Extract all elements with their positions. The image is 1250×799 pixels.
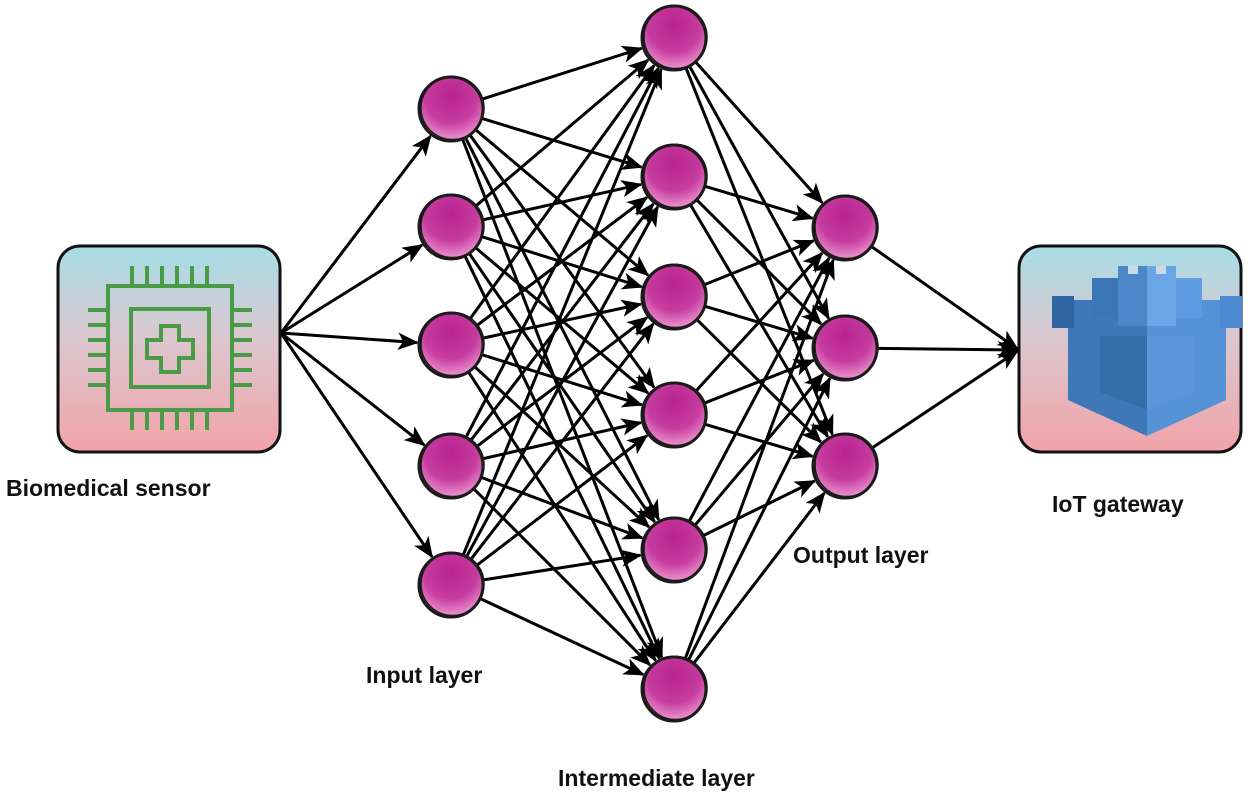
iot-gateway-label: IoT gateway	[1052, 491, 1184, 517]
edge-output-1-to-gateway	[870, 245, 1019, 351]
edge-sensor-to-input-4	[280, 331, 426, 447]
output-node-2	[811, 314, 879, 382]
edge-input-4-to-intermediate-1	[464, 66, 660, 439]
edge-intermediate-1-to-output-2	[688, 65, 830, 320]
input-layer-label: Input layer	[366, 662, 483, 688]
edge-input-1-to-intermediate-2	[481, 116, 644, 170]
connection-edges	[279, 45, 1019, 676]
iot-gateway-box	[1017, 244, 1243, 454]
edge-input-5-to-intermediate-5	[482, 549, 643, 582]
intermediate-node-4	[640, 381, 708, 449]
edge-intermediate-5-to-output-1	[687, 256, 831, 523]
edge-sensor-to-input-2	[280, 243, 424, 335]
intermediate-node-6	[640, 655, 708, 723]
biomedical-sensor-label: Biomedical sensor	[6, 475, 211, 501]
castle-gateway-icon	[1052, 266, 1242, 436]
edge-input-5-to-intermediate-3	[469, 322, 655, 561]
network-nodes	[417, 4, 879, 723]
edge-input-1-to-intermediate-1	[481, 45, 644, 101]
edge-input-3-to-intermediate-1	[468, 64, 656, 320]
edge-input-2-to-intermediate-1	[474, 58, 650, 208]
edge-intermediate-4-to-output-1	[694, 251, 824, 393]
edge-output-2-to-gateway	[876, 341, 1019, 359]
edge-input-5-to-intermediate-1	[461, 67, 663, 556]
edge-input-1-to-intermediate-5	[464, 136, 660, 522]
intermediate-node-3	[640, 263, 708, 331]
input-node-5	[417, 551, 485, 619]
edge-input-3-to-intermediate-6	[467, 371, 657, 662]
edge-intermediate-5-to-output-2	[693, 372, 825, 527]
biomedical-sensor-box	[56, 244, 282, 454]
edge-input-5-to-intermediate-6	[479, 597, 645, 676]
edge-input-2-to-intermediate-6	[463, 255, 661, 660]
intermediate-node-5	[640, 516, 708, 584]
input-node-1	[417, 75, 485, 143]
edge-intermediate-5-to-output-3	[702, 479, 817, 538]
edge-sensor-to-input-3	[280, 331, 419, 350]
edge-input-5-to-intermediate-2	[465, 205, 660, 558]
edge-intermediate-6-to-output-2	[687, 376, 832, 662]
edge-input-2-to-intermediate-2	[481, 180, 643, 222]
output-node-1	[811, 194, 879, 262]
intermediate-node-1	[640, 4, 708, 72]
intermediate-layer-label: Intermediate layer	[558, 765, 755, 791]
edge-input-4-to-intermediate-2	[469, 202, 655, 442]
edge-intermediate-3-to-output-1	[703, 239, 816, 287]
biomedical-chip-icon	[88, 266, 252, 430]
edge-intermediate-6-to-output-3	[692, 491, 826, 665]
output-layer-label: Output layer	[793, 542, 929, 568]
edge-intermediate-1-to-output-1	[694, 60, 824, 205]
edge-input-1-to-intermediate-6	[461, 138, 664, 659]
edge-input-3-to-intermediate-5	[473, 365, 651, 529]
input-node-4	[417, 432, 485, 500]
edge-input-2-to-intermediate-5	[467, 252, 656, 524]
edge-input-4-to-intermediate-5	[480, 475, 644, 540]
edge-intermediate-2-to-output-1	[704, 184, 815, 222]
input-node-2	[417, 193, 485, 261]
edge-input-5-to-intermediate-4	[475, 434, 649, 567]
edge-intermediate-6-to-output-1	[683, 258, 835, 660]
edge-intermediate-4-to-output-2	[703, 359, 815, 405]
edge-input-3-to-intermediate-2	[475, 196, 649, 327]
edge-output-3-to-gateway	[870, 349, 1019, 450]
input-node-3	[417, 311, 485, 379]
edge-sensor-to-input-5	[279, 332, 434, 559]
output-node-3	[811, 432, 879, 500]
edge-sensor-to-input-1	[279, 134, 432, 334]
intermediate-node-2	[640, 143, 708, 211]
